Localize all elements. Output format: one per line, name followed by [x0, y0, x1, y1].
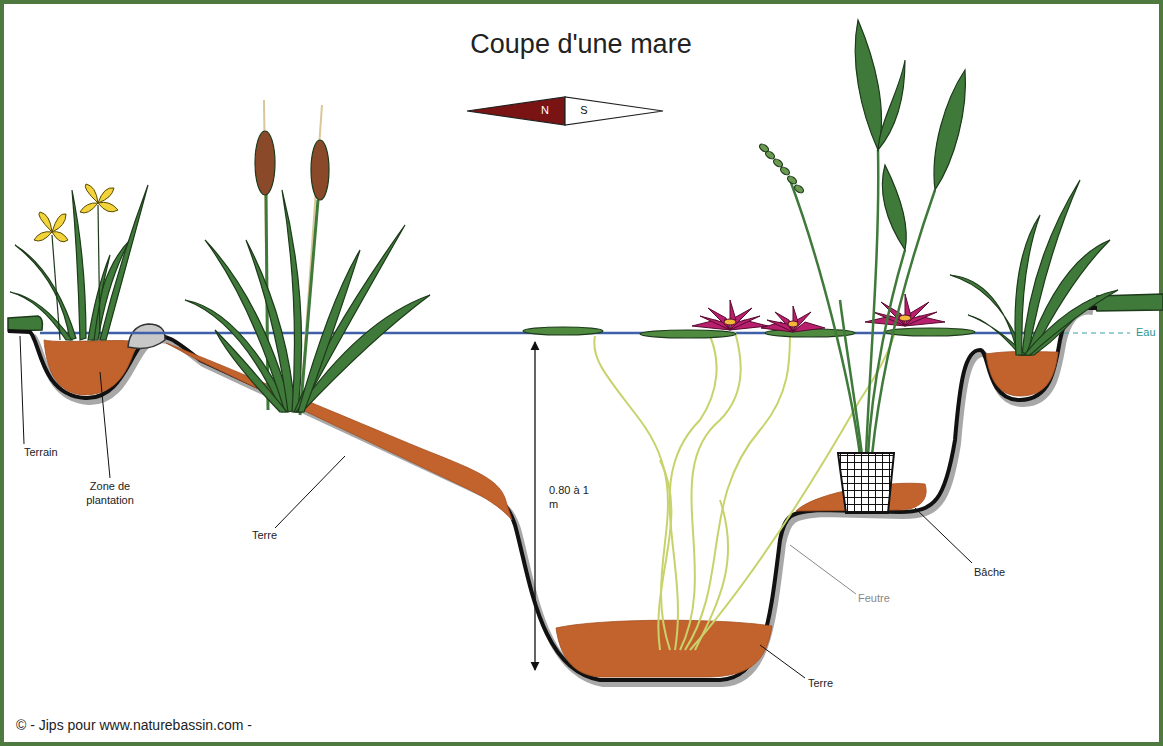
part-label: Bâche [974, 566, 1005, 580]
depth-dimension [534, 342, 535, 670]
leader-line [790, 545, 856, 594]
marginal-plant [950, 180, 1118, 355]
lily-pad [523, 327, 975, 338]
cattail-plant [185, 100, 430, 415]
lily-flower [692, 294, 945, 332]
soil [44, 340, 1058, 677]
felt [33, 311, 1093, 684]
diagram-title: Coupe d'une mare [470, 28, 691, 62]
part-label: Feutre [858, 592, 890, 606]
depth-dimension-label: 0.80 à 1 m [548, 482, 590, 514]
water-level [1055, 332, 1130, 333]
iris-plant [10, 185, 148, 340]
leader-lines [20, 336, 972, 678]
compass [467, 97, 663, 125]
part-label: Terre [252, 529, 277, 543]
part-label: Zone de plantation [70, 480, 150, 508]
terrain-grass [8, 316, 43, 331]
compass-north: N [541, 104, 549, 118]
compass-south: S [580, 104, 587, 118]
lily-stems [594, 332, 895, 650]
rock [128, 324, 165, 348]
copyright-note: © - Jips pour www.naturebassin.com - [16, 717, 252, 735]
iris-flower [34, 184, 118, 242]
arrowhead-plant [758, 20, 965, 455]
planting-basket [838, 453, 894, 513]
part-label: Terrain [24, 446, 58, 460]
part-label: Terre [808, 677, 833, 691]
water-label: Eau [1136, 326, 1156, 340]
liner [8, 307, 1097, 680]
